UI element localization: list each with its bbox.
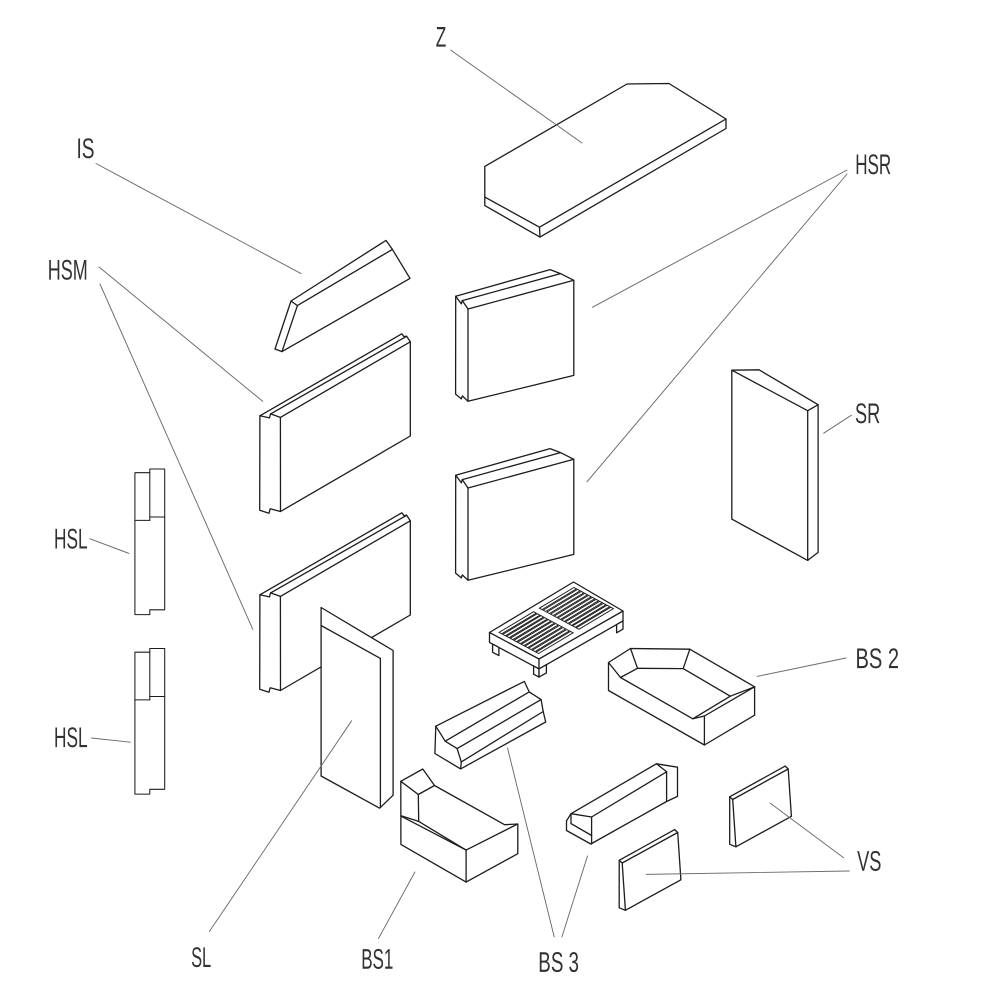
svg-text:BS 2: BS 2 bbox=[855, 643, 899, 675]
svg-text:BS 3: BS 3 bbox=[538, 947, 579, 979]
svg-text:VS: VS bbox=[857, 846, 881, 878]
svg-text:Z: Z bbox=[436, 22, 447, 54]
svg-text:HSM: HSM bbox=[48, 255, 88, 287]
svg-text:HSR: HSR bbox=[855, 149, 891, 181]
svg-text:SR: SR bbox=[855, 398, 880, 430]
svg-text:HSL: HSL bbox=[54, 524, 88, 556]
svg-text:IS: IS bbox=[76, 133, 94, 165]
svg-text:BS1: BS1 bbox=[361, 944, 393, 976]
svg-text:SL: SL bbox=[191, 942, 211, 974]
svg-text:HSL: HSL bbox=[54, 722, 88, 754]
